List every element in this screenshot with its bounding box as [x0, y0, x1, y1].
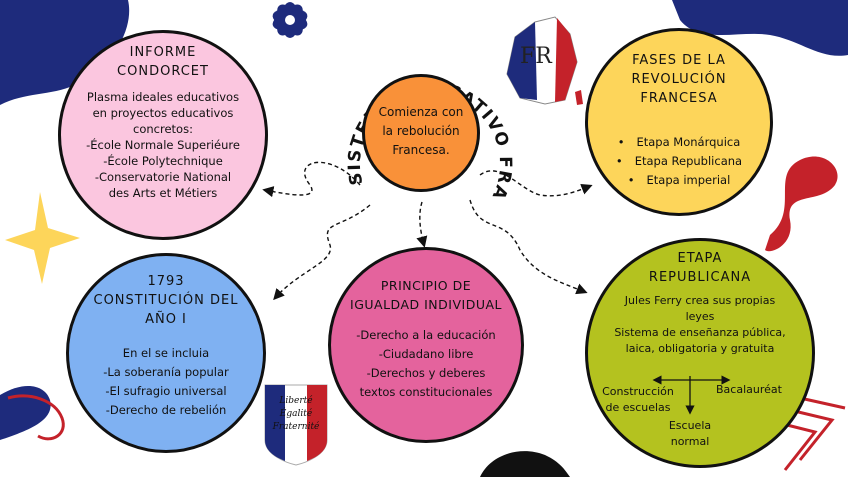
center-line: Francesa.	[392, 143, 450, 157]
center-body: Comienza con la rebolución Francesa.	[365, 103, 477, 160]
arrow-to-igualdad	[416, 201, 428, 248]
igualdad-line: -Derecho a la educación	[356, 328, 496, 342]
arrow-to-fases	[479, 170, 593, 197]
condorcet-title-line: CONDORCET	[117, 64, 209, 79]
fases-item: Etapa Monárquica	[588, 133, 770, 152]
constitucion-title: 1793 CONSTITUCIÓN DEL AÑO I	[69, 272, 263, 329]
igualdad-line: -Ciudadano libre	[378, 347, 474, 361]
igualdad-line: -Derechos y deberes	[366, 366, 486, 380]
fases-title-line: FRANCESA	[640, 91, 718, 106]
constitucion-title-line: AÑO I	[145, 312, 187, 327]
igualdad-title: PRINCIPIO DE IGUALDAD INDIVIDUAL	[331, 276, 521, 314]
republicana-title-line: REPUBLICANA	[648, 270, 752, 285]
constitucion-line: -Derecho de rebelión	[105, 403, 227, 417]
constitucion-line: -La soberanía popular	[103, 365, 229, 379]
republicana-body: Jules Ferry crea sus propias leyes Siste…	[588, 293, 812, 357]
constitucion-body: En el se incluia -La soberanía popular -…	[69, 344, 263, 420]
branch-left-line: de escuelas	[605, 401, 671, 414]
branch-left-label: Construcción de escuelas	[590, 384, 686, 416]
fases-title: FASES DE LA REVOLUCIÓN FRANCESA	[588, 51, 770, 108]
fases-title-line: FASES DE LA	[632, 53, 726, 68]
constitucion-line: En el se incluia	[122, 346, 210, 360]
republicana-title-line: ETAPA	[677, 251, 723, 266]
yellow-star-decoration	[5, 192, 80, 284]
shield-line: Égalité	[279, 409, 313, 419]
igualdad-title-line: PRINCIPIO DE	[380, 278, 472, 293]
branch-right-label: Bacalauréat	[716, 383, 782, 396]
igualdad-title-line: IGUALDAD INDIVIDUAL	[350, 297, 502, 312]
constitucion-title-line: 1793	[147, 274, 185, 289]
republicana-line: Jules Ferry crea sus propias	[624, 294, 776, 307]
node-center: Comienza con la rebolución Francesa.	[362, 74, 480, 192]
shield-line: Fraternité	[272, 422, 320, 432]
fases-item: Etapa Republicana	[588, 152, 770, 171]
center-line: Comienza con	[378, 105, 464, 119]
fases-title-line: REVOLUCIÓN	[631, 72, 727, 87]
condorcet-line: -École Normale Superiéure	[86, 138, 240, 152]
condorcet-title-line: INFORME	[129, 45, 197, 60]
shield-text: Liberté Égalité Fraternité	[265, 395, 327, 434]
condorcet-line: concretos:	[133, 122, 193, 136]
shield-line: Liberté	[279, 396, 313, 406]
condorcet-line: -École Polytechnique	[103, 154, 223, 168]
node-fases-revolucion: FASES DE LA REVOLUCIÓN FRANCESA Etapa Mo…	[585, 28, 773, 216]
condorcet-line: Plasma ideales educativos	[86, 90, 240, 104]
map-label: FR	[520, 44, 552, 69]
constitucion-title-line: CONSTITUCIÓN DEL	[93, 293, 239, 308]
center-line: la rebolución	[382, 124, 460, 138]
republicana-title: ETAPA REPUBLICANA	[588, 249, 812, 287]
republicana-line: leyes	[685, 310, 715, 323]
condorcet-body: Plasma ideales educativos en proyectos e…	[61, 89, 265, 201]
red-ribbon-right	[765, 156, 838, 252]
condorcet-line: -Conservatorie National	[94, 170, 232, 184]
fases-item: Etapa imperial	[588, 171, 770, 190]
republicana-line: Sistema de enseñanza pública,	[614, 326, 786, 339]
navy-blob-top-left	[0, 0, 130, 105]
igualdad-line: textos constitucionales	[359, 385, 493, 399]
fases-list: Etapa Monárquica Etapa Republicana Etapa…	[588, 133, 770, 190]
red-squiggle-left	[7, 394, 65, 441]
liberte-shield	[264, 384, 328, 466]
branch-down-line: Escuela	[668, 419, 712, 432]
blue-flower-decoration	[272, 2, 308, 38]
republicana-line: laica, obligatoria y gratuita	[625, 342, 775, 355]
navy-blob-top-right	[672, 0, 848, 56]
node-informe-condorcet: INFORME CONDORCET Plasma ideales educati…	[58, 30, 268, 240]
constitucion-line: -El sufragio universal	[105, 384, 227, 398]
branch-down-line: normal	[670, 435, 710, 448]
arrow-to-republicana	[469, 199, 588, 295]
navy-blob-bottom-center	[480, 451, 570, 477]
branch-down-label: Escuela normal	[652, 418, 728, 450]
branch-left-line: Construcción	[602, 385, 674, 398]
igualdad-body: -Derecho a la educación -Ciudadano libre…	[331, 326, 521, 402]
france-map-flag	[506, 16, 583, 105]
condorcet-title: INFORME CONDORCET	[61, 43, 265, 81]
arrow-to-constitucion	[273, 204, 371, 301]
node-constitucion-1793: 1793 CONSTITUCIÓN DEL AÑO I En el se inc…	[66, 253, 266, 453]
node-etapa-republicana: ETAPA REPUBLICANA Jules Ferry crea sus p…	[585, 238, 815, 468]
condorcet-line: des Arts et Métiers	[108, 186, 218, 200]
node-principio-igualdad: PRINCIPIO DE IGUALDAD INDIVIDUAL -Derech…	[328, 247, 524, 443]
condorcet-line: en proyectos educativos	[92, 106, 234, 120]
